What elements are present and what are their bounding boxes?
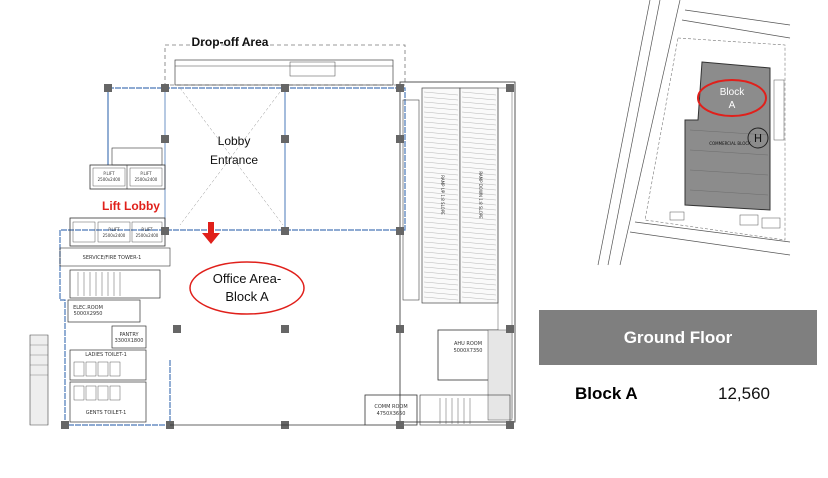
helipad-icon [747, 127, 769, 149]
ramp-left [421, 87, 461, 304]
comm-room-label: COMM ROOM [374, 404, 407, 410]
key-plan: H COMMERCIAL BLOCK Block A [590, 0, 795, 270]
gents-toilet-label: GENTS TOILET-1 [86, 410, 127, 416]
ladies-toilet [69, 349, 147, 381]
lobby-entrance-line2: Entrance [210, 153, 258, 167]
site-blocks [669, 79, 785, 229]
block-a-line1: Block [720, 87, 745, 98]
ahu-hatch [487, 329, 513, 421]
ahu-room-size: 5000X7350 [454, 348, 483, 354]
entry-arrow [202, 222, 220, 244]
lift-4-label: P.LIFT [141, 227, 153, 232]
site-boundary [644, 37, 786, 241]
lobby-void [179, 87, 284, 226]
block-name: Block A [575, 384, 638, 403]
lift-1-size: 2500x2400 [98, 177, 121, 182]
upper-lifts [89, 147, 166, 190]
ahu-room-label: AHU ROOM [454, 341, 482, 347]
lift-1-label: P.LIFT [103, 171, 115, 176]
lift-2-label: P.LIFT [140, 171, 152, 176]
gents-toilet [69, 381, 147, 423]
pantry-size: 3300X1800 [115, 338, 144, 344]
ramp-block [399, 81, 516, 423]
elec-room [67, 299, 141, 323]
lift-3-size: 2500x2400 [103, 233, 126, 238]
stair-core [69, 269, 161, 299]
lift-lobby-label: Lift Lobby [102, 199, 160, 213]
service-tower-label: SERVICE/FIRE TOWER-1 [83, 255, 142, 261]
building-footprint [684, 61, 771, 211]
ramp-core [402, 99, 420, 301]
lobby-entrance-line1: Lobby [218, 134, 251, 148]
floor-title: Ground Floor [623, 327, 733, 347]
block-a-callout [697, 79, 767, 117]
site-roads [597, 0, 791, 266]
office-area-line1: Office Area- [213, 271, 281, 286]
elec-room-label: ELEC.ROOM [73, 305, 103, 311]
lift-3-label: P.LIFT [108, 227, 120, 232]
floor-title-bar: Ground Floor [539, 310, 817, 365]
dropoff-label: Drop-off Area [192, 35, 269, 49]
ramp-right-label: RAMP DOWN 1:8 SLOPE [478, 171, 483, 219]
ramp-right [459, 87, 499, 304]
comm-room-size: 4750X3650 [377, 411, 406, 417]
dropoff-canopy [174, 59, 394, 86]
lower-lifts [69, 217, 166, 247]
ladies-toilet-label: LADIES TOILET-1 [85, 352, 127, 358]
pantry [111, 325, 147, 349]
lift-4-size: 2500x2400 [136, 233, 159, 238]
block-area-value: 12,560 [718, 384, 770, 403]
dropoff-outline [164, 44, 406, 86]
office-area-line2: Block A [225, 289, 269, 304]
ramp-left-label: RAMP UP 1:8 SLOPE [440, 175, 445, 215]
lift-2-size: 2500x2400 [135, 177, 158, 182]
dropoff-ramp [289, 61, 336, 77]
office-area-callout [189, 261, 305, 315]
floor-plan: Drop-off Area Lobby Entrance RAMP UP 1:8… [29, 35, 516, 429]
left-stair [29, 334, 49, 426]
pantry-label: PANTRY [119, 332, 139, 338]
building-outline [59, 87, 406, 426]
helipad-letter: H [754, 132, 762, 145]
block-a-line2: A [729, 100, 736, 111]
service-tower [59, 247, 171, 267]
elec-room-size: 5000X2950 [74, 311, 103, 317]
building-label: COMMERCIAL BLOCK [709, 141, 751, 146]
comm-room [364, 394, 418, 426]
